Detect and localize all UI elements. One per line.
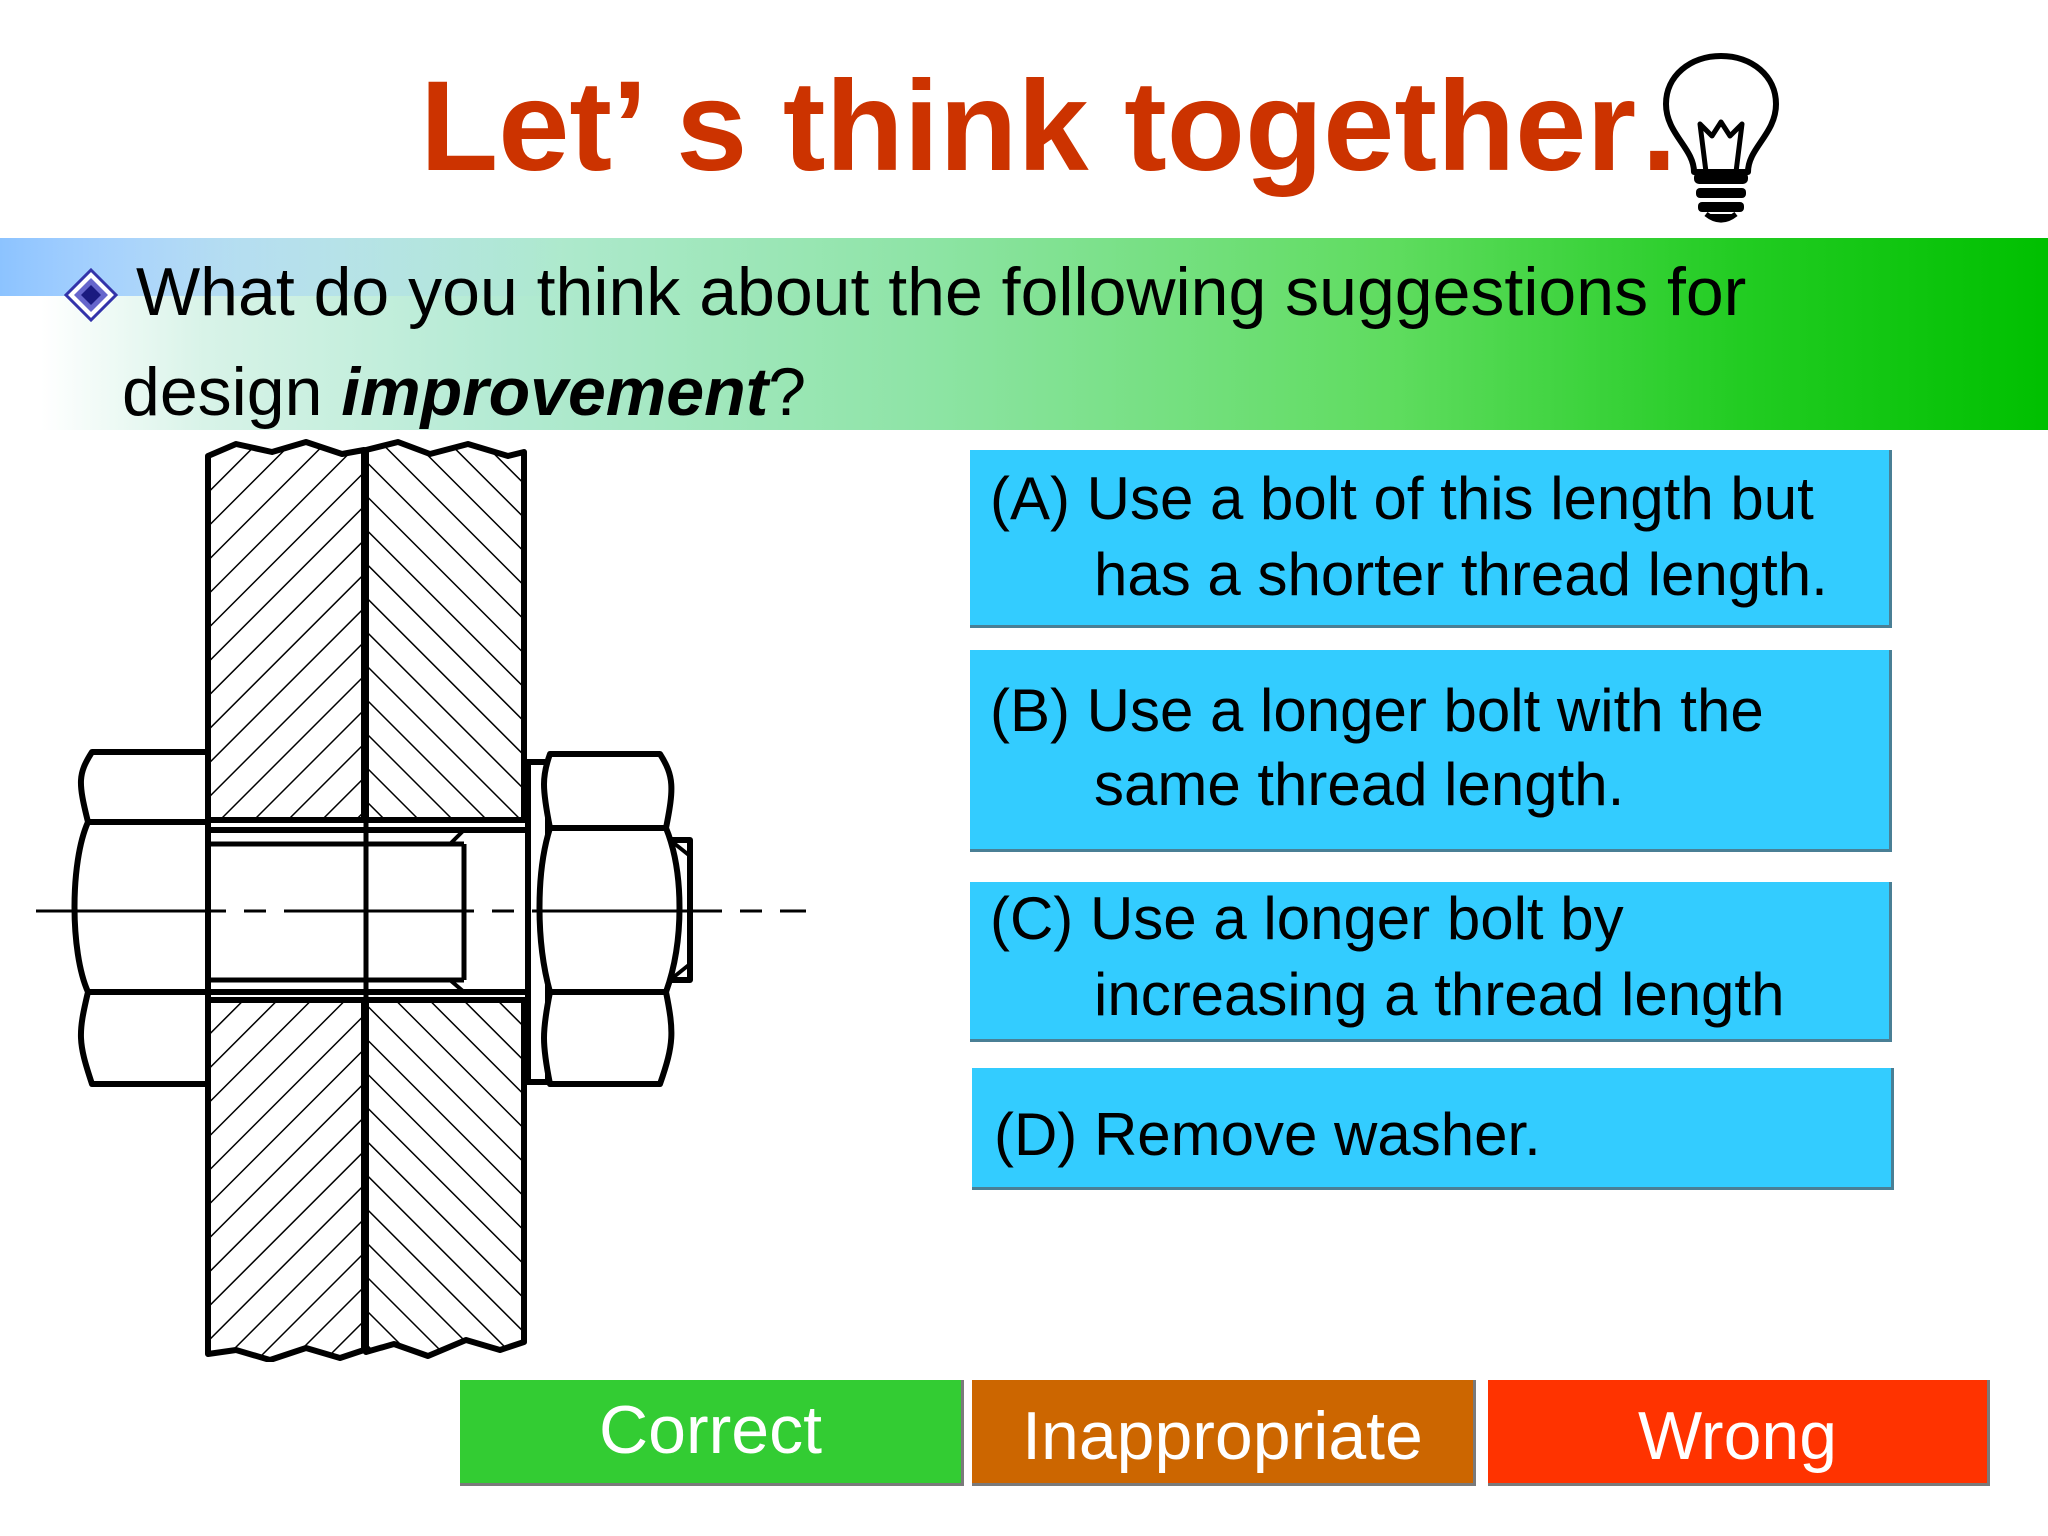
option-b[interactable]: (B) Use a longer bolt with the same thre… bbox=[970, 650, 1892, 852]
diamond-bullet-icon bbox=[64, 268, 118, 322]
left-plate bbox=[205, 439, 367, 1362]
option-d-line-1: (D) Remove washer. bbox=[994, 1101, 1541, 1168]
wrong-button[interactable]: Wrong bbox=[1488, 1380, 1990, 1486]
right-plate bbox=[363, 439, 527, 1359]
question-prefix: design bbox=[122, 354, 342, 430]
lightbulb-icon bbox=[1663, 53, 1779, 223]
option-a-line-2: has a shorter thread length. bbox=[1094, 541, 1828, 608]
slide-title: Let’ s think together… bbox=[420, 55, 1765, 198]
option-a[interactable]: (A) Use a bolt of this length but has a … bbox=[970, 450, 1892, 628]
nut bbox=[536, 751, 683, 1087]
question-emphasis: improvement bbox=[341, 354, 769, 430]
bolt-assembly-drawing bbox=[36, 439, 806, 1362]
correct-button[interactable]: Correct bbox=[460, 1380, 964, 1486]
option-c[interactable]: (C) Use a longer bolt by increasing a th… bbox=[970, 882, 1892, 1042]
question-suffix: ? bbox=[768, 354, 807, 430]
question-line-2: design improvement? bbox=[122, 352, 806, 432]
inappropriate-button[interactable]: Inappropriate bbox=[972, 1380, 1476, 1486]
question-line-1: What do you think about the following su… bbox=[136, 254, 1747, 330]
option-a-line-1: (A) Use a bolt of this length but bbox=[990, 465, 1814, 532]
option-d[interactable]: (D) Remove washer. bbox=[972, 1068, 1894, 1190]
option-b-line-2: same thread length. bbox=[1094, 751, 1625, 818]
option-c-line-1: (C) Use a longer bolt by bbox=[990, 885, 1624, 952]
option-b-line-1: (B) Use a longer bolt with the bbox=[990, 677, 1764, 744]
bolt-head bbox=[71, 749, 211, 1087]
option-c-line-2: increasing a thread length bbox=[1094, 961, 1785, 1028]
question-banner bbox=[0, 238, 2048, 430]
